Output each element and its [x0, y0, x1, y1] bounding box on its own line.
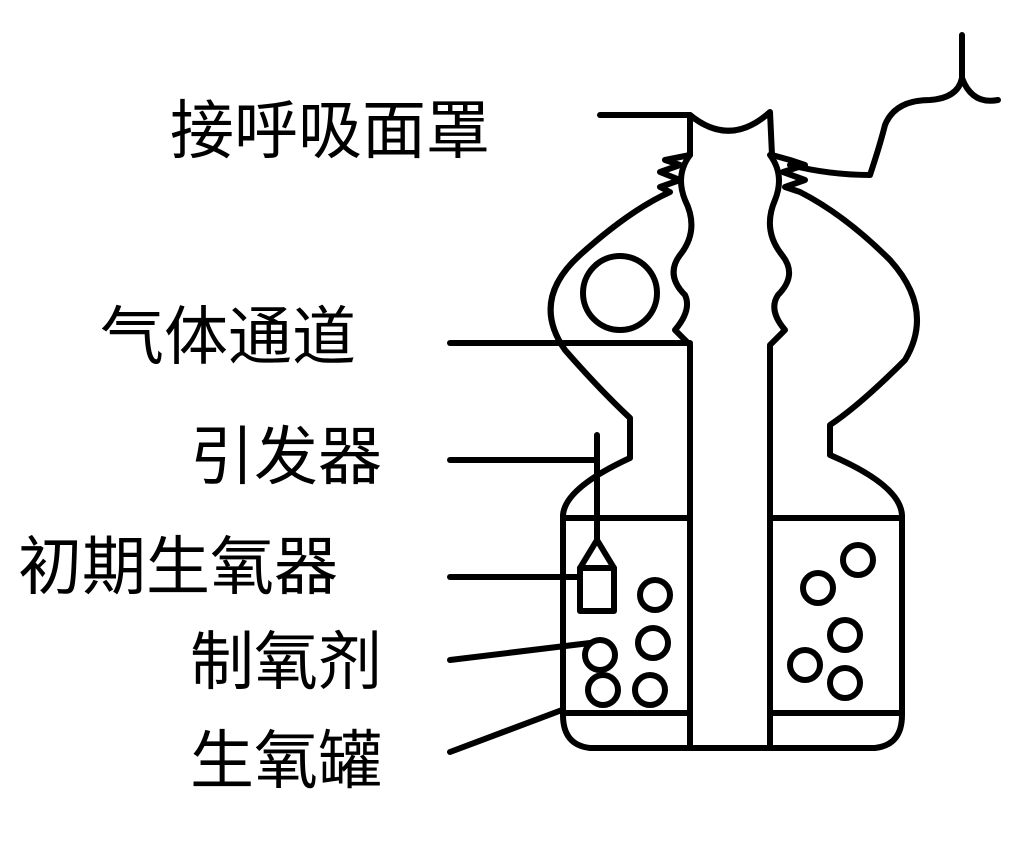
- granule: [800, 570, 836, 606]
- gas-channel-left-wall: [670, 152, 695, 751]
- initial-generator-body: [577, 565, 617, 614]
- granule: [582, 637, 618, 673]
- label-igniter: 引发器: [190, 421, 382, 495]
- sight-window: [580, 253, 660, 333]
- granule: [635, 625, 671, 661]
- granule: [585, 672, 621, 708]
- granule: [827, 617, 863, 653]
- label-gas-channel: 气体通道: [100, 301, 356, 375]
- initial-generator-cone: [577, 537, 617, 571]
- granule: [787, 647, 823, 683]
- granule: [827, 665, 863, 701]
- granule: [632, 672, 668, 708]
- canister-outline: [547, 109, 920, 751]
- label-initial-generator: 初期生氧器: [18, 531, 338, 605]
- granule: [637, 577, 673, 613]
- label-mask: 接呼吸面罩: [170, 95, 490, 169]
- granule: [840, 542, 876, 578]
- label-oxygen-tank: 生氧罐: [190, 725, 382, 799]
- gas-channel-right-wall: [766, 152, 792, 751]
- leader-oxygen-tank: [447, 707, 565, 755]
- leader-oxygen-agent: [447, 640, 593, 663]
- mask-cord: [787, 32, 1001, 178]
- label-oxygen-agent: 制氧剂: [190, 626, 382, 700]
